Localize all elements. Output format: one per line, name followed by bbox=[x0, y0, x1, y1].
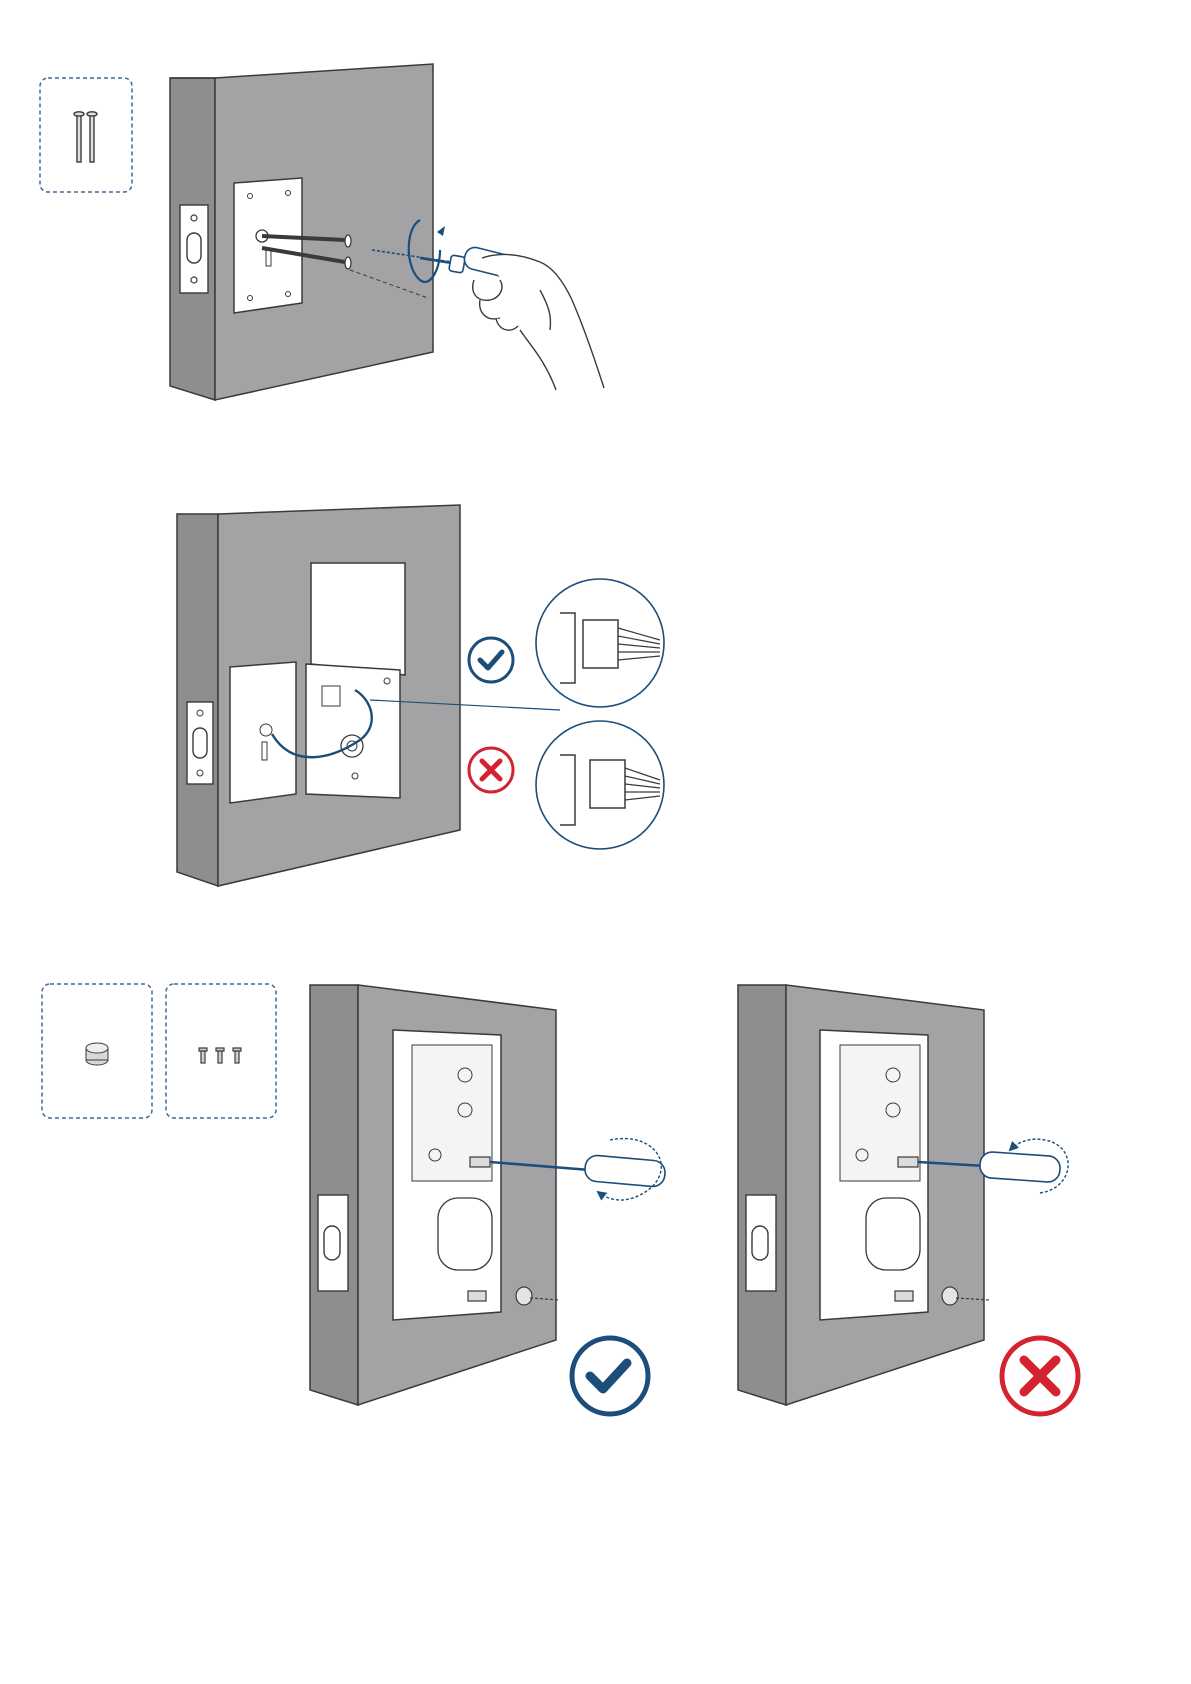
connector-detail-incorrect bbox=[536, 721, 664, 849]
step-3 bbox=[42, 984, 1078, 1414]
checkmark-circle-icon bbox=[572, 1338, 648, 1414]
interior-unit bbox=[306, 664, 400, 798]
long-screw-icon bbox=[74, 112, 97, 162]
parts-box-cover-cap bbox=[42, 984, 152, 1118]
mounting-plate bbox=[230, 662, 296, 803]
cover-cap-icon bbox=[86, 1043, 108, 1065]
parts-box-long-screws bbox=[40, 78, 132, 192]
latch-faceplate bbox=[180, 205, 208, 293]
latch-faceplate bbox=[746, 1195, 776, 1291]
step-1 bbox=[40, 64, 604, 400]
parts-box-short-screws bbox=[166, 984, 276, 1118]
step-2 bbox=[177, 505, 664, 886]
connector-detail-correct bbox=[536, 579, 664, 707]
checkmark-circle-icon bbox=[469, 638, 513, 682]
latch-faceplate bbox=[187, 702, 213, 784]
install-correct bbox=[310, 985, 666, 1414]
cross-circle-icon bbox=[1002, 1338, 1078, 1414]
interior-unit bbox=[820, 1030, 928, 1320]
interior-unit bbox=[393, 1030, 501, 1320]
latch-faceplate bbox=[318, 1195, 348, 1291]
short-screw-icon bbox=[199, 1048, 241, 1063]
cross-circle-icon bbox=[469, 748, 513, 792]
battery-cover bbox=[311, 563, 405, 675]
mounting-plate bbox=[234, 178, 302, 313]
install-incorrect bbox=[738, 985, 1078, 1414]
